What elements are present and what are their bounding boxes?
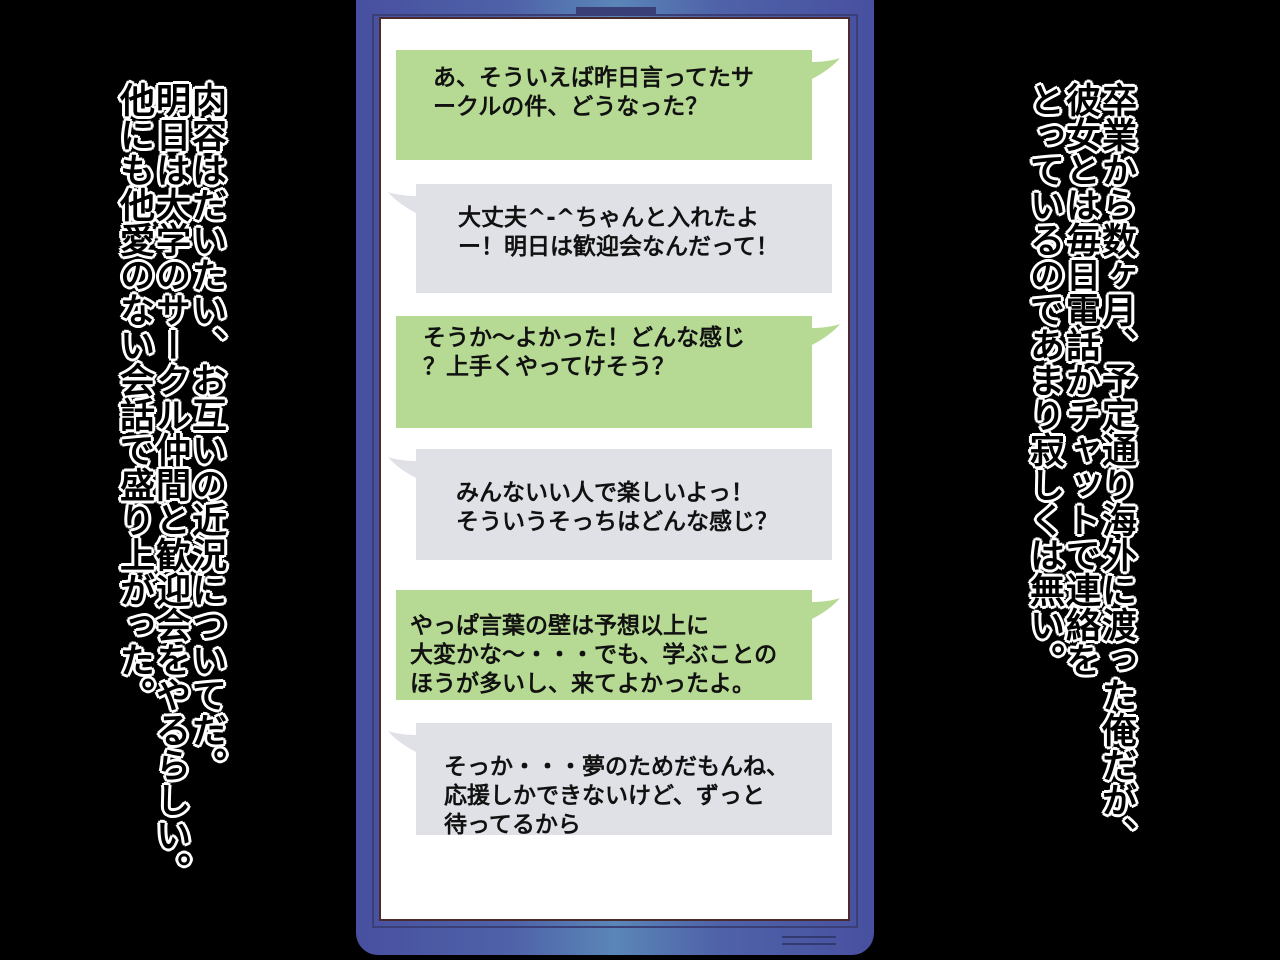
narration-right: 卒業から数ヶ月、予定通り海外に渡った俺だが、 彼女とは毎日電話かチャットで連絡を… <box>1024 82 1136 852</box>
narration-line: 卒業から数ヶ月、予定通り海外に渡った俺だが、 <box>1096 82 1136 852</box>
message-line: あ、そういえば昨日言ってたサ <box>433 65 754 91</box>
message-line: みんないい人で楽しいよっ！ <box>456 480 754 506</box>
phone-speaker <box>576 7 656 15</box>
received-message-bubble: そっか・・・夢のためだもんね、応援しかできないけど、ずっと待ってるから <box>388 723 832 838</box>
phone-bezel <box>372 14 858 928</box>
message-line: そうか〜よかった！どんな感じ <box>423 325 745 351</box>
bubble-tail-icon <box>388 192 418 214</box>
message-line: そっか・・・夢のためだもんね、 <box>444 754 789 780</box>
message-line: ークルの件、どうなった？ <box>433 94 709 120</box>
message-line: 大変かな〜・・・でも、学ぶことの <box>410 642 778 668</box>
sent-message-bubble: あ、そういえば昨日言ってたサークルの件、どうなった？ <box>396 50 840 160</box>
bubble-tail-icon <box>810 598 840 620</box>
message-line: 待ってるから <box>444 812 581 838</box>
message-line: ー！明日は歓迎会なんだって！ <box>458 234 779 260</box>
bubble-tail-icon <box>388 457 418 479</box>
narration-line: 彼女とは毎日電話かチャットで連絡を <box>1060 82 1100 677</box>
message-line: ？上手くやってけそう？ <box>423 354 675 380</box>
message-line: 応援しかできないけど、ずっと <box>444 783 765 809</box>
narration-line: 明日は大学のサークル仲間と歓迎会をやるらしい。 <box>150 82 190 887</box>
menu-lines-icon <box>782 936 836 950</box>
message-line: ほうが多いし、来てよかったよ。 <box>410 671 755 697</box>
bubble-tail-icon <box>810 324 840 346</box>
sent-message-bubble: やっぱ言葉の壁は予想以上に大変かな〜・・・でも、学ぶことのほうが多いし、来てよか… <box>396 590 840 700</box>
narration-left: 内容はだいたい、お互いの近況についてだ。 明日は大学のサークル仲間と歓迎会をやる… <box>114 82 226 887</box>
bubble-tail-icon <box>388 731 418 753</box>
narration-line: 他にも他愛のない会話で盛り上がった。 <box>114 82 154 712</box>
received-message-bubble: みんないい人で楽しいよっ！ そういうそっちはどんな感じ？ <box>388 449 832 560</box>
bubble-tail-icon <box>810 58 840 80</box>
message-line: そういうそっちはどんな感じ？ <box>456 509 778 535</box>
sent-message-bubble: そうか〜よかった！どんな感じ ？上手くやってけそう？ <box>396 316 840 428</box>
narration-line: 内容はだいたい、お互いの近況についてだ。 <box>186 82 226 782</box>
message-line: 大丈夫^-^ちゃんと入れたよ <box>458 205 760 231</box>
narration-line: とっているのであまり寂しくは無い。 <box>1024 82 1064 677</box>
message-line: やっぱ言葉の壁は予想以上に <box>410 613 709 639</box>
received-message-bubble: 大丈夫^-^ちゃんと入れたよー！明日は歓迎会なんだって！ <box>388 184 832 293</box>
